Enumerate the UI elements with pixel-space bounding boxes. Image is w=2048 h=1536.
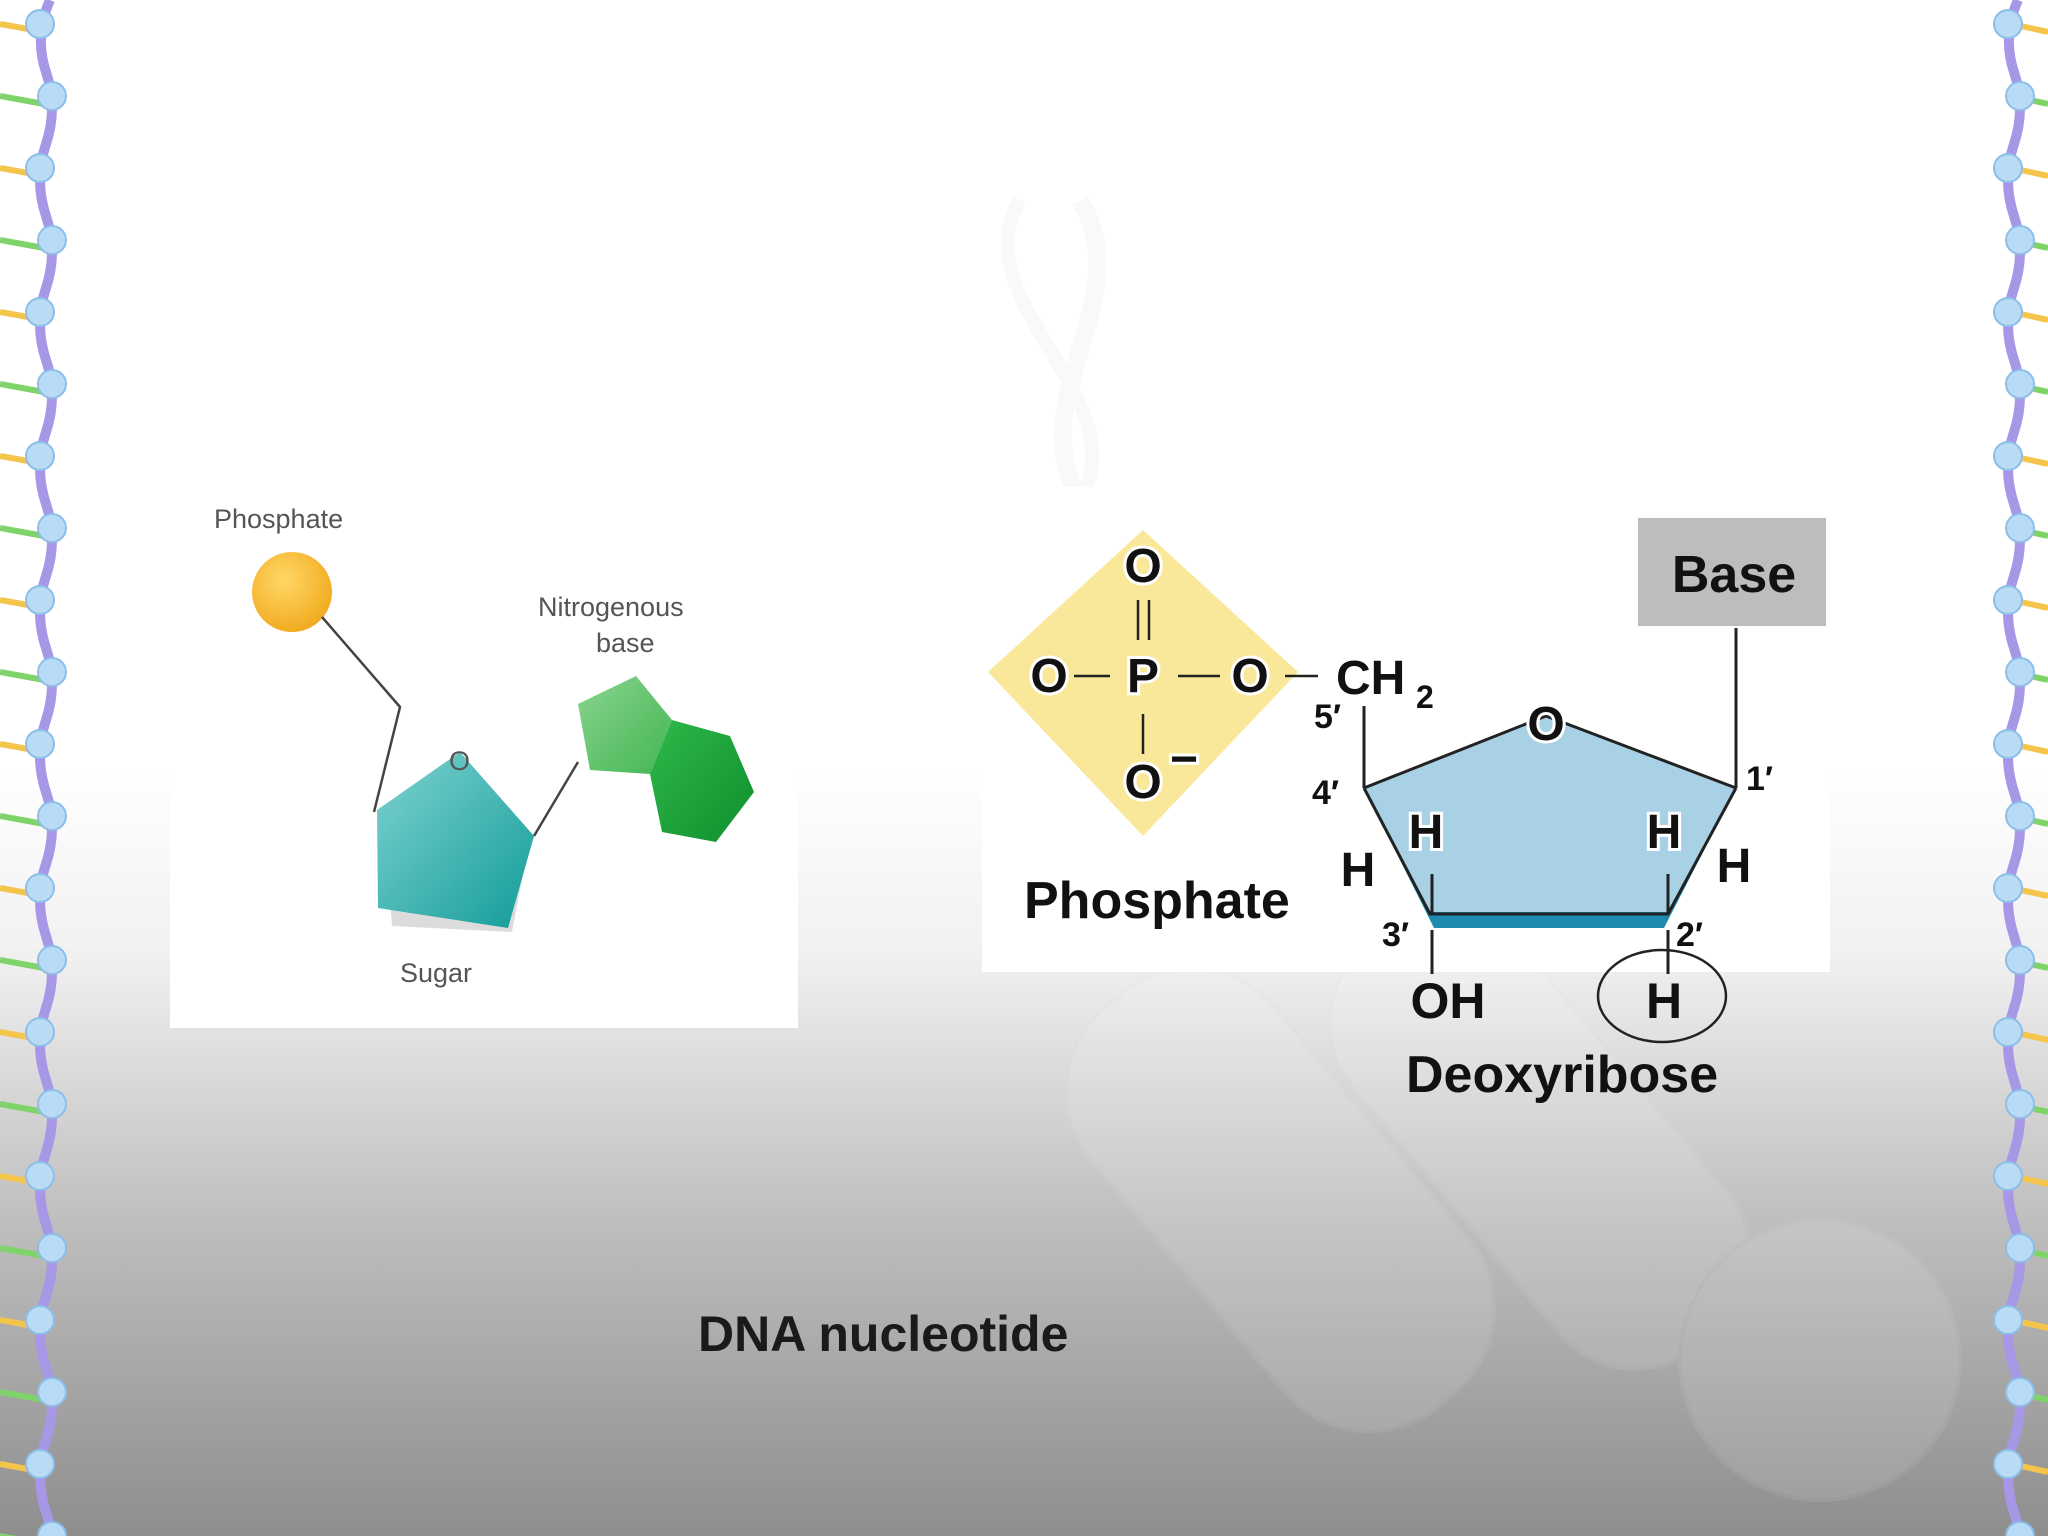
phosphate-o-bottom: O bbox=[1124, 756, 1161, 809]
ring-o-label: O bbox=[1527, 698, 1564, 751]
ch2-subscript: 2 bbox=[1416, 679, 1434, 715]
deoxy-highlight-circle bbox=[1596, 948, 1728, 1044]
sugar-ring-o-label: O bbox=[449, 746, 470, 776]
base-five-ring bbox=[578, 676, 672, 774]
slide-caption: DNA nucleotide bbox=[698, 1306, 1069, 1362]
nitrogenous-base-label-1: Nitrogenous bbox=[538, 592, 684, 622]
sugar-ring bbox=[377, 752, 534, 928]
phosphate-o-top: O bbox=[1124, 540, 1161, 593]
carbon-4-label: 4′ bbox=[1312, 774, 1339, 812]
carbon-3-label: 3′ bbox=[1382, 916, 1409, 954]
background-watermark bbox=[1000, 195, 1962, 1502]
sugar-base-bond bbox=[532, 761, 580, 837]
sugar-label: Sugar bbox=[400, 958, 472, 988]
phosphate-o-right: O bbox=[1231, 650, 1268, 703]
carbon-5-label: 5′ bbox=[1314, 698, 1341, 736]
phosphate-sugar-bond bbox=[321, 616, 402, 813]
ch2-label: CH bbox=[1336, 652, 1405, 705]
h-carbon4-outer: H bbox=[1341, 844, 1376, 897]
phosphate-ball bbox=[252, 552, 332, 632]
phosphate-label: Phosphate bbox=[214, 504, 343, 534]
dna-ladder-border-right bbox=[1993, 0, 2048, 1536]
oh-carbon3: OH bbox=[1411, 973, 1486, 1029]
h-carbon1-inner: H bbox=[1647, 806, 1682, 859]
deoxyribose-ring bbox=[1364, 716, 1736, 912]
phosphate-structure-label: Phosphate bbox=[1024, 872, 1290, 930]
phosphate-p: P bbox=[1127, 650, 1159, 703]
deoxyribose-label: Deoxyribose bbox=[1406, 1046, 1718, 1104]
base-label: Base bbox=[1672, 546, 1796, 604]
nitrogenous-base-label-2: base bbox=[596, 628, 655, 658]
h-carbon1-outer: H bbox=[1717, 840, 1752, 893]
phosphate-charge: − bbox=[1170, 733, 1198, 786]
carbon-1-label: 1′ bbox=[1746, 760, 1773, 798]
dna-ladder-border-left bbox=[0, 0, 67, 1536]
h-carbon4-inner: H bbox=[1409, 806, 1444, 859]
base-box bbox=[1638, 518, 1826, 626]
phosphate-diamond bbox=[988, 530, 1298, 836]
carbon-2-label: 2′ bbox=[1676, 916, 1703, 954]
h-carbon2: H bbox=[1646, 973, 1682, 1029]
base-six-ring bbox=[650, 720, 754, 842]
phosphate-o-left: O bbox=[1030, 650, 1067, 703]
